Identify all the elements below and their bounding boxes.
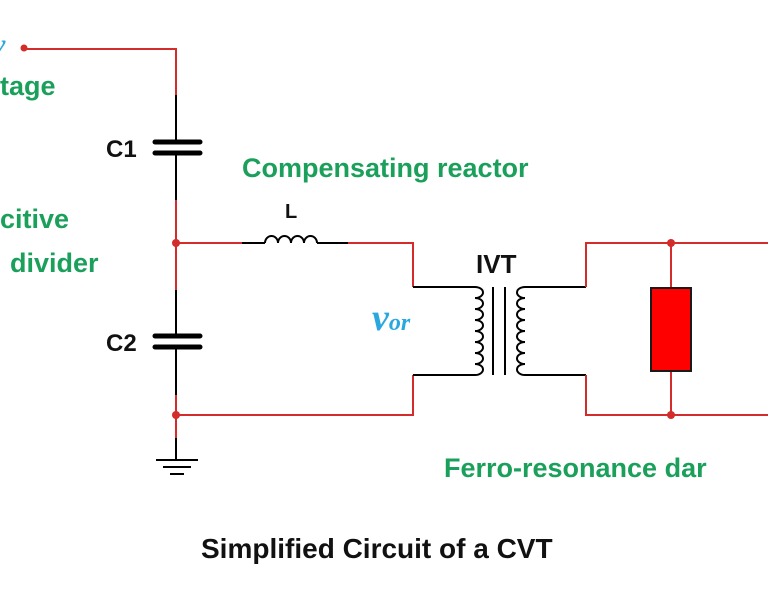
ivt-primary-coil bbox=[474, 286, 484, 376]
vor-subscript: or bbox=[388, 310, 411, 336]
vor-main: v bbox=[372, 297, 389, 339]
wire-secondary-bottom bbox=[585, 375, 768, 416]
inductor-coil bbox=[264, 235, 318, 244]
diagram-title: Simplified Circuit of a CVT bbox=[201, 533, 553, 564]
ivt-secondary-coil bbox=[516, 286, 526, 376]
terminal-input bbox=[20, 44, 28, 52]
input-voltage-label: tage bbox=[0, 71, 56, 101]
input-voltage-symbol: v bbox=[0, 28, 5, 62]
ground-icon bbox=[156, 459, 198, 475]
capacitive-label-line1: citive bbox=[0, 204, 70, 234]
wire-input bbox=[25, 48, 177, 95]
ivt-label: IVT bbox=[476, 249, 517, 279]
wire-l-ivt bbox=[348, 242, 414, 287]
ferro-resonance-damper-label: Ferro-resonance dar bbox=[444, 453, 707, 483]
wire-bottom-ivt bbox=[176, 375, 414, 416]
inductor-label: L bbox=[285, 201, 298, 223]
c2-label: C2 bbox=[106, 330, 137, 357]
c1-label: C1 bbox=[106, 136, 137, 163]
damper-resistor bbox=[650, 287, 692, 372]
vor-symbol: vor bbox=[372, 296, 410, 340]
wire-secondary-top bbox=[585, 242, 768, 287]
compensating-reactor-label: Compensating reactor bbox=[242, 153, 529, 183]
capacitive-label-line2: divider bbox=[10, 248, 99, 278]
